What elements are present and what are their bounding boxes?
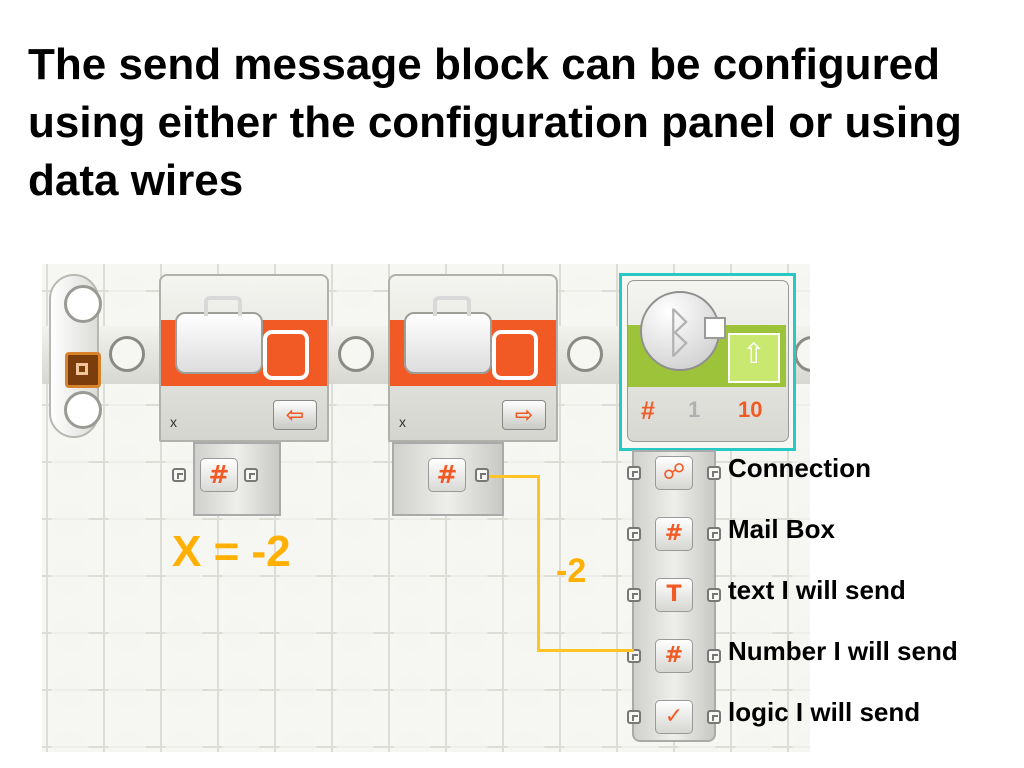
variable-write-block[interactable]: x ⇨ bbox=[388, 274, 558, 442]
write-arrow-icon: ⇨ bbox=[502, 400, 546, 430]
beam-ring-icon bbox=[567, 336, 603, 372]
start-ring-icon bbox=[64, 391, 102, 429]
logic-icon: ✓ bbox=[655, 700, 693, 734]
number-hash-icon: # bbox=[200, 458, 238, 492]
connection-port-label: Connection bbox=[728, 453, 871, 483]
start-ring-icon bbox=[64, 285, 102, 323]
mailbox-icon: # bbox=[655, 517, 693, 551]
logic-input-plug-icon[interactable] bbox=[627, 710, 641, 724]
send-message-block[interactable]: # 1 10 bbox=[619, 273, 796, 451]
variable-value-label: X = -2 bbox=[172, 527, 291, 576]
connection-input-plug-icon[interactable] bbox=[627, 466, 641, 480]
send-message-settings: # 1 10 bbox=[636, 397, 786, 433]
data-wire-segment[interactable] bbox=[489, 475, 537, 478]
connection-output-plug-icon[interactable] bbox=[707, 466, 721, 480]
handshake-icon: ☍ bbox=[655, 456, 693, 490]
variable-name: x bbox=[170, 414, 177, 430]
input-plug-icon[interactable] bbox=[172, 468, 186, 482]
briefcase-icon bbox=[404, 296, 492, 374]
slide-title: The send message block can be configured… bbox=[28, 40, 962, 205]
output-plug-icon[interactable] bbox=[244, 468, 258, 482]
read-arrow-icon: ⇦ bbox=[273, 400, 317, 430]
block-connector-icon bbox=[492, 330, 538, 380]
text-port-label: text I will send bbox=[728, 575, 906, 605]
program-start-rail[interactable] bbox=[49, 274, 102, 438]
text-icon: T bbox=[655, 578, 693, 612]
number-icon: # bbox=[655, 639, 693, 673]
number-port-label: Number I will send bbox=[728, 636, 958, 666]
text-input-plug-icon[interactable] bbox=[627, 588, 641, 602]
output-plug-icon[interactable] bbox=[475, 468, 489, 482]
program-start-icon[interactable] bbox=[65, 352, 101, 388]
number-output-plug-icon[interactable] bbox=[707, 649, 721, 663]
beam-ring-icon bbox=[338, 336, 374, 372]
block-connector-icon bbox=[263, 330, 309, 380]
send-arrow-icon bbox=[704, 317, 726, 339]
logic-port-label: logic I will send bbox=[728, 697, 921, 727]
variable-read-block[interactable]: x ⇦ bbox=[159, 274, 329, 442]
mailbox-output-plug-icon[interactable] bbox=[707, 527, 721, 541]
text-output-plug-icon[interactable] bbox=[707, 588, 721, 602]
number-input-plug-icon[interactable] bbox=[627, 649, 641, 663]
logic-output-plug-icon[interactable] bbox=[707, 710, 721, 724]
data-wire-segment[interactable] bbox=[537, 649, 634, 652]
connection-counter: 1 bbox=[688, 397, 701, 422]
wire-value-label: -2 bbox=[556, 552, 587, 590]
beam-ring-icon bbox=[109, 336, 145, 372]
mailbox-counter: 10 bbox=[738, 397, 763, 422]
send-message-body: # 1 10 bbox=[627, 280, 789, 442]
number-hash-icon: # bbox=[428, 458, 466, 492]
program-canvas[interactable]: x ⇦ # x ⇨ # # 1 10 ☍ # T bbox=[42, 264, 810, 752]
bluetooth-icon bbox=[640, 291, 720, 371]
variable-name: x bbox=[399, 414, 406, 430]
data-wire-segment[interactable] bbox=[537, 475, 540, 651]
number-hash-icon: # bbox=[641, 397, 655, 425]
mailbox-input-plug-icon[interactable] bbox=[627, 527, 641, 541]
briefcase-icon bbox=[175, 296, 263, 374]
mailbox-port-label: Mail Box bbox=[728, 514, 835, 544]
mailbox-upload-icon bbox=[728, 333, 780, 383]
